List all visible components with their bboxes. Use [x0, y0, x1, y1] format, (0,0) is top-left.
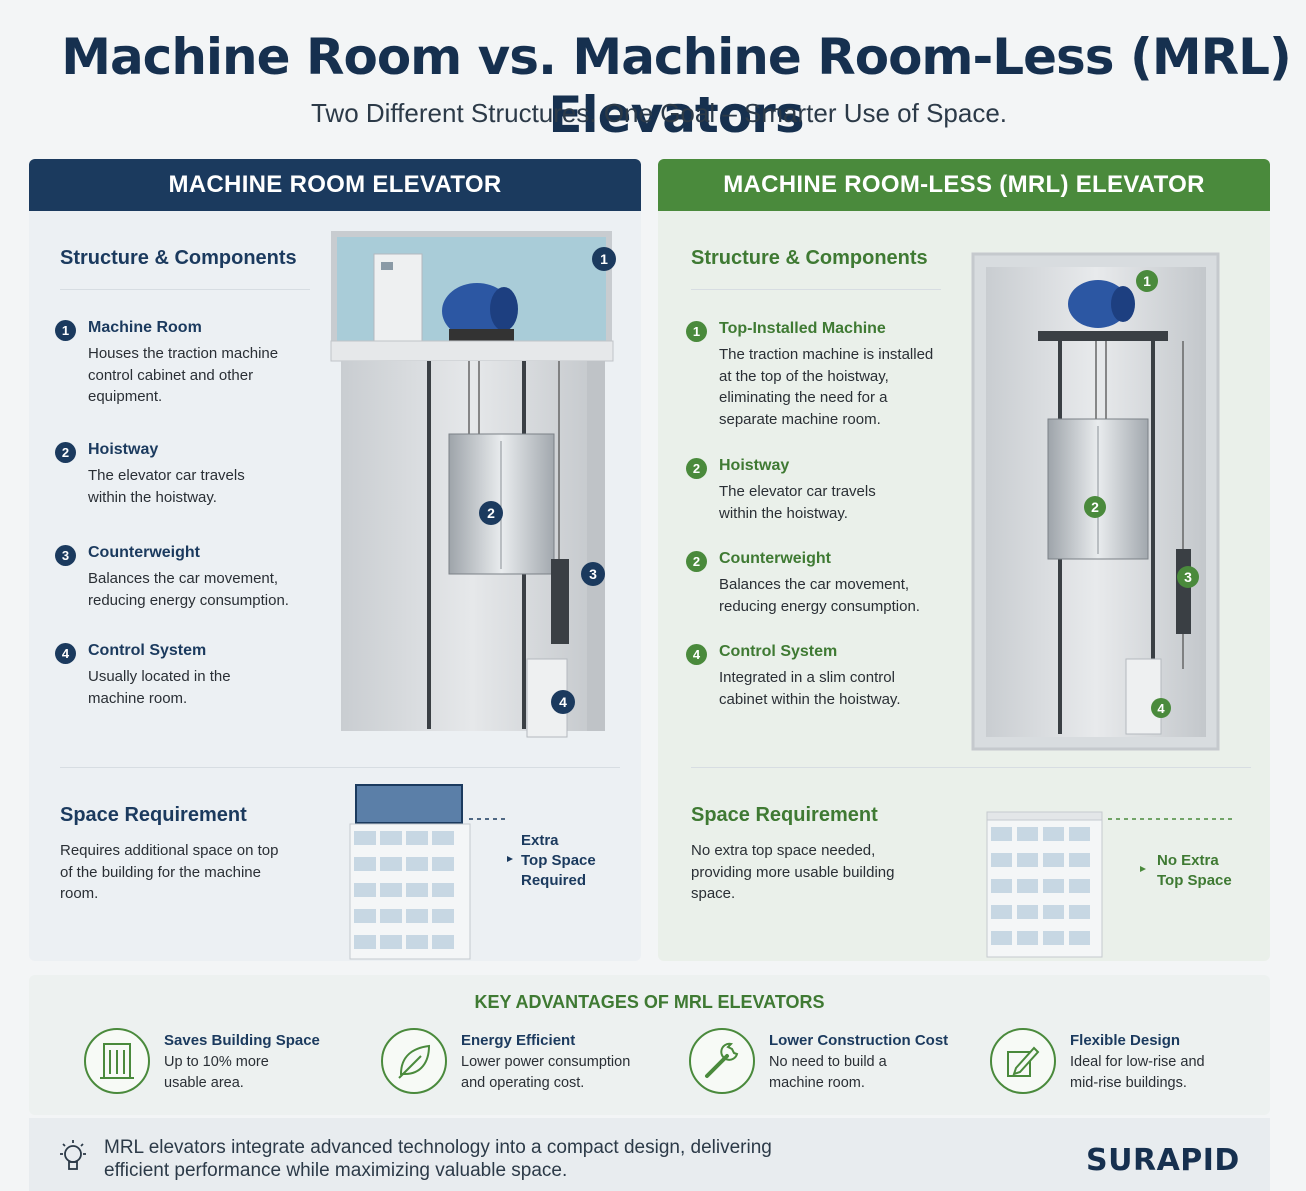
- machine-room-panel: MACHINE ROOM ELEVATOR Structure & Compon…: [29, 159, 641, 961]
- machine-room-elevator-illustration: 1 2 3 4: [330, 231, 616, 738]
- left-item-2-number: 2: [55, 442, 76, 463]
- pencil-icon: [990, 1028, 1056, 1094]
- advantage-4-title: Flexible Design: [1070, 1032, 1181, 1049]
- left-divider-2: [60, 767, 620, 768]
- advantage-2-desc: Lower power consumption and operating co…: [461, 1054, 631, 1091]
- right-item-2-desc: The elevator car travels within the hois…: [719, 483, 876, 522]
- footer: MRL elevators integrate advanced technol…: [29, 1118, 1270, 1191]
- right-item-4-number: 4: [686, 644, 707, 665]
- left-item-1-number: 1: [55, 320, 76, 341]
- machine-room-header: MACHINE ROOM ELEVATOR: [29, 159, 641, 211]
- extra-space-label-line-2: Top Space: [521, 852, 596, 869]
- left-item-4-title: Control System: [88, 642, 207, 659]
- advantage-4-desc: Ideal for low-rise and mid-rise building…: [1070, 1054, 1205, 1091]
- right-divider-2: [691, 767, 1251, 768]
- right-item-1-number: 1: [686, 321, 707, 342]
- right-space-desc: No extra top space needed, providing mor…: [691, 842, 895, 902]
- right-marker-3: 3: [1184, 569, 1192, 585]
- left-marker-3: 3: [589, 566, 597, 582]
- left-marker-2: 2: [487, 505, 495, 521]
- brand-logo: SURAPID: [1086, 1143, 1240, 1178]
- key-advantages-section: KEY ADVANTAGES OF MRL ELEVATORS Saves Bu…: [29, 975, 1270, 1115]
- right-item-2-number: 2: [686, 458, 707, 479]
- no-extra-space-label: No Extra Top Space: [1157, 851, 1232, 891]
- footer-text: MRL elevators integrate advanced technol…: [104, 1137, 772, 1181]
- left-space-title: Space Requirement: [60, 804, 247, 826]
- left-marker-1: 1: [600, 251, 608, 267]
- left-space-desc: Requires additional space on top of the …: [60, 842, 279, 902]
- mrl-header: MACHINE ROOM-LESS (MRL) ELEVATOR: [658, 159, 1270, 211]
- building-icon: [84, 1028, 150, 1094]
- left-item-4-number: 4: [55, 643, 76, 664]
- building-without-machine-room-illustration: [986, 811, 1103, 958]
- wrench-icon: [689, 1028, 755, 1094]
- left-item-2-title: Hoistway: [88, 441, 159, 458]
- advantage-3-desc: No need to build a machine room.: [769, 1054, 887, 1091]
- left-item-1-title: Machine Room: [88, 319, 202, 336]
- top-installed-machine-icon: [1068, 280, 1135, 328]
- building-with-machine-room-illustration: [349, 784, 471, 960]
- page-title: Machine Room vs. Machine Room-Less (MRL)…: [61, 28, 1292, 144]
- right-item-3-title: Counterweight: [719, 550, 831, 567]
- left-marker-4: 4: [559, 694, 567, 710]
- advantage-1-title: Saves Building Space: [164, 1032, 320, 1049]
- right-divider: [691, 289, 941, 290]
- left-item-2-desc: The elevator car travels within the hois…: [88, 467, 245, 506]
- lightbulb-icon: [60, 1140, 86, 1170]
- right-item-4: 4 Control System Integrated in a slim co…: [686, 643, 956, 710]
- extra-space-label-line-1: Extra: [521, 832, 559, 849]
- left-item-3-number: 3: [55, 545, 76, 566]
- extra-space-label: Extra Top Space Required: [521, 831, 596, 891]
- right-item-4-title: Control System: [719, 643, 838, 660]
- mrl-panel: MACHINE ROOM-LESS (MRL) ELEVATOR Structu…: [658, 159, 1270, 961]
- right-marker-4: 4: [1157, 701, 1165, 716]
- right-space-title: Space Requirement: [691, 804, 878, 826]
- right-item-3: 2 Counterweight Balances the car movemen…: [686, 550, 956, 617]
- left-item-3: 3 Counterweight Balances the car movemen…: [55, 544, 325, 611]
- left-dashed-pointer: [469, 818, 513, 862]
- left-item-1: 1 Machine Room Houses the traction machi…: [55, 319, 325, 408]
- advantage-1-desc: Up to 10% more usable area.: [164, 1054, 269, 1091]
- mrl-elevator-illustration: 1 2 3 4: [971, 252, 1220, 751]
- left-item-4-desc: Usually located in the machine room.: [88, 668, 231, 707]
- right-item-3-desc: Balances the car movement, reducing ener…: [719, 576, 920, 615]
- advantages-title: KEY ADVANTAGES OF MRL ELEVATORS: [474, 992, 825, 1012]
- advantage-3-title: Lower Construction Cost: [769, 1032, 949, 1049]
- traction-machine-icon: [442, 283, 518, 341]
- page-subtitle: Two Different Structures. One Goal – Sma…: [310, 98, 1008, 128]
- right-marker-1: 1: [1143, 273, 1151, 289]
- right-item-4-desc: Integrated in a slim control cabinet wit…: [719, 669, 901, 708]
- advantage-2-title: Energy Efficient: [461, 1032, 576, 1049]
- right-item-2: 2 Hoistway The elevator car travels with…: [686, 457, 956, 524]
- right-item-2-title: Hoistway: [719, 457, 790, 474]
- extra-space-label-line-3: Required: [521, 872, 587, 889]
- right-structure-title: Structure & Components: [691, 247, 928, 269]
- right-dashed-pointer: [1108, 818, 1233, 872]
- left-item-4: 4 Control System Usually located in the …: [55, 642, 325, 709]
- right-item-1-desc: The traction machine is installed at the…: [719, 346, 934, 428]
- no-extra-space-label-line-2: Top Space: [1157, 872, 1232, 889]
- right-item-3-number: 2: [686, 551, 707, 572]
- right-marker-2: 2: [1091, 499, 1099, 515]
- no-extra-space-label-line-1: No Extra: [1157, 852, 1219, 869]
- left-item-3-title: Counterweight: [88, 544, 200, 561]
- left-structure-title: Structure & Components: [60, 247, 297, 269]
- leaf-icon: [381, 1028, 447, 1094]
- left-divider: [60, 289, 310, 290]
- left-item-3-desc: Balances the car movement, reducing ener…: [88, 570, 289, 609]
- left-item-2: 2 Hoistway The elevator car travels with…: [55, 441, 325, 508]
- left-item-1-desc: Houses the traction machine control cabi…: [88, 345, 279, 405]
- right-item-1: 1 Top-Installed Machine The traction mac…: [686, 320, 956, 430]
- right-item-1-title: Top-Installed Machine: [719, 320, 886, 337]
